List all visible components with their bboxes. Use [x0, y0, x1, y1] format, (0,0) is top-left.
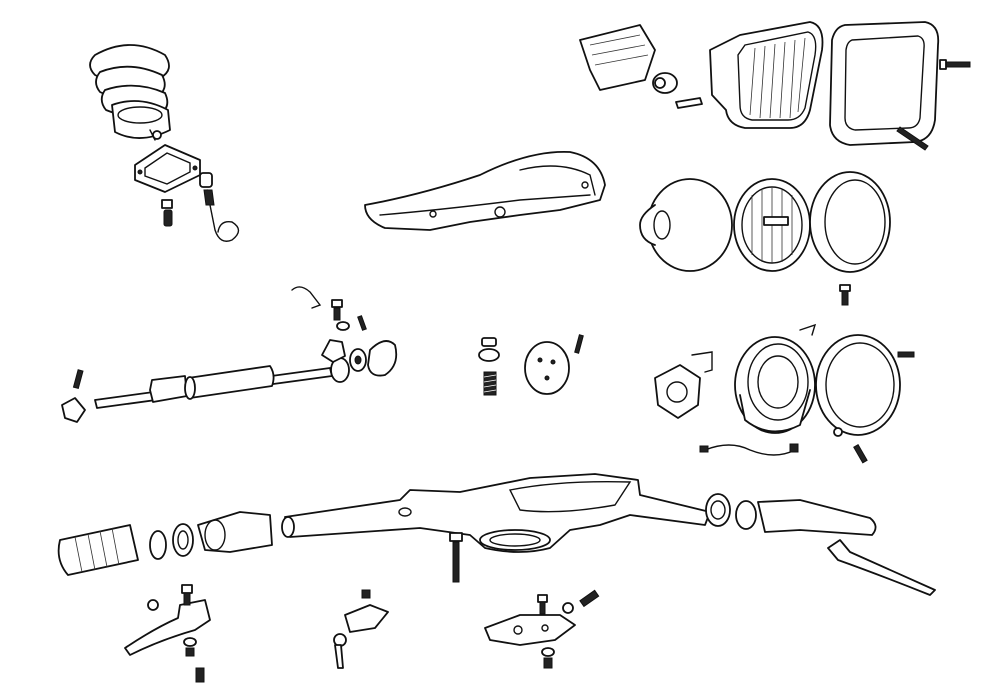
round-headlight-lens [733, 178, 811, 272]
bolt-under-bar [449, 532, 463, 583]
round-headlight-reflector [639, 178, 733, 272]
right-grip [705, 493, 877, 536]
round-headlight-rim [809, 171, 891, 273]
cable-with-eyelet [199, 172, 240, 242]
ignition-lock-with-key [333, 589, 389, 669]
control-shaft-assembly [61, 286, 398, 423]
rim-bolt [839, 284, 851, 306]
screw [161, 199, 173, 227]
cover-disc [524, 341, 570, 395]
small-headlight [734, 323, 817, 434]
brake-lever-right [827, 539, 936, 596]
small-screw [897, 351, 915, 358]
rectangular-headlight-rim [829, 21, 940, 146]
rim-screw [939, 59, 971, 70]
brake-lever-mount [484, 589, 600, 669]
handlebar [281, 473, 711, 553]
headlight-cable [699, 443, 799, 456]
headset-cover [364, 150, 606, 231]
angled-screw [853, 444, 868, 464]
gasket-plate [134, 144, 201, 193]
steering-boot [89, 44, 171, 141]
spring-and-bolt [478, 337, 500, 396]
rim-screw-long [896, 126, 929, 151]
clutch-lever [124, 584, 211, 683]
pin [574, 334, 584, 354]
throttle-grip [57, 511, 273, 576]
small-headlight-rim [815, 334, 901, 437]
headlight-switch [579, 24, 703, 109]
small-headlight-switch [654, 351, 713, 419]
rectangular-headlight [709, 21, 824, 129]
